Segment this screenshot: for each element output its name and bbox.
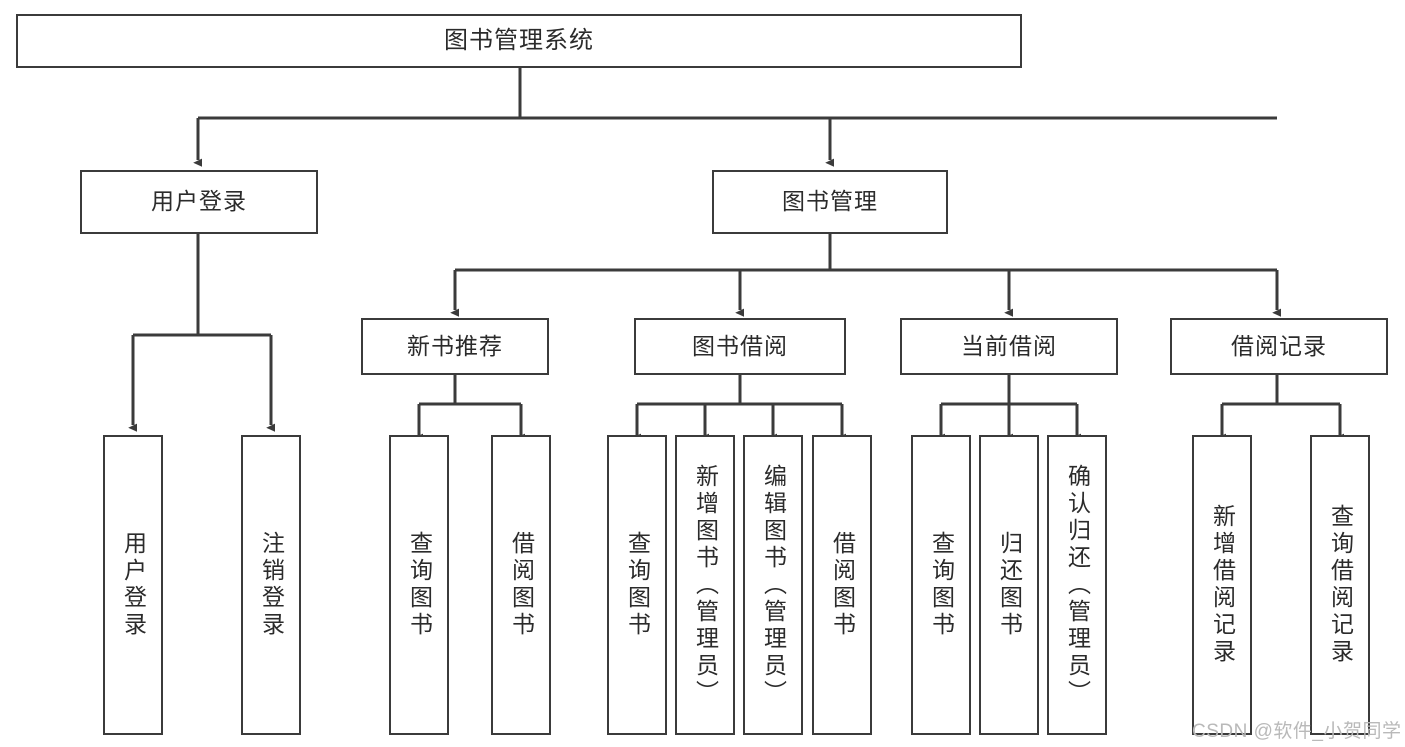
leaf-query-borrow-record[interactable]: 查询借阅记录 xyxy=(1310,435,1370,735)
node-label: 当前借阅 xyxy=(961,332,1057,359)
leaf-add-borrow-record[interactable]: 新增借阅记录 xyxy=(1192,435,1252,735)
node-label: 归还图书 xyxy=(996,531,1023,639)
node-new-book-recommend[interactable]: 新书推荐 xyxy=(361,318,549,375)
node-label: 注销登录 xyxy=(258,531,285,639)
node-label: 借阅图书 xyxy=(829,531,856,639)
node-label: 查询图书 xyxy=(624,531,651,639)
leaf-confirm-return[interactable]: 确认归还（管理员） xyxy=(1047,435,1107,735)
node-book-manage[interactable]: 图书管理 xyxy=(712,170,948,234)
leaf-edit-book[interactable]: 编辑图书（管理员） xyxy=(743,435,803,735)
node-label: 确认归还（管理员） xyxy=(1064,463,1091,707)
node-label: 编辑图书（管理员） xyxy=(760,463,787,707)
leaf-borrow-book-recommend[interactable]: 借阅图书 xyxy=(491,435,551,735)
node-label: 借阅记录 xyxy=(1231,332,1327,359)
leaf-query-book-recommend[interactable]: 查询图书 xyxy=(389,435,449,735)
leaf-add-book[interactable]: 新增图书（管理员） xyxy=(675,435,735,735)
leaf-return-book[interactable]: 归还图书 xyxy=(979,435,1039,735)
node-label: 借阅图书 xyxy=(508,531,535,639)
node-user-login[interactable]: 用户登录 xyxy=(80,170,318,234)
leaf-user-logout[interactable]: 注销登录 xyxy=(241,435,301,735)
leaf-user-login[interactable]: 用户登录 xyxy=(103,435,163,735)
node-label: 用户登录 xyxy=(151,188,247,215)
leaf-query-book-current[interactable]: 查询图书 xyxy=(911,435,971,735)
node-label: 查询借阅记录 xyxy=(1327,504,1354,666)
leaf-query-book-borrow[interactable]: 查询图书 xyxy=(607,435,667,735)
node-label: 图书管理系统 xyxy=(444,26,594,54)
node-label: 新增图书（管理员） xyxy=(692,463,719,707)
node-label: 新增借阅记录 xyxy=(1209,504,1236,666)
node-book-borrow[interactable]: 图书借阅 xyxy=(634,318,846,375)
node-label: 用户登录 xyxy=(120,531,147,639)
node-label: 新书推荐 xyxy=(407,332,503,359)
node-current-borrow[interactable]: 当前借阅 xyxy=(900,318,1118,375)
leaf-borrow-book[interactable]: 借阅图书 xyxy=(812,435,872,735)
node-label: 图书借阅 xyxy=(692,332,788,359)
node-root-system[interactable]: 图书管理系统 xyxy=(16,14,1022,68)
node-label: 查询图书 xyxy=(928,531,955,639)
node-borrow-record[interactable]: 借阅记录 xyxy=(1170,318,1388,375)
node-label: 查询图书 xyxy=(406,531,433,639)
node-label: 图书管理 xyxy=(782,188,878,215)
